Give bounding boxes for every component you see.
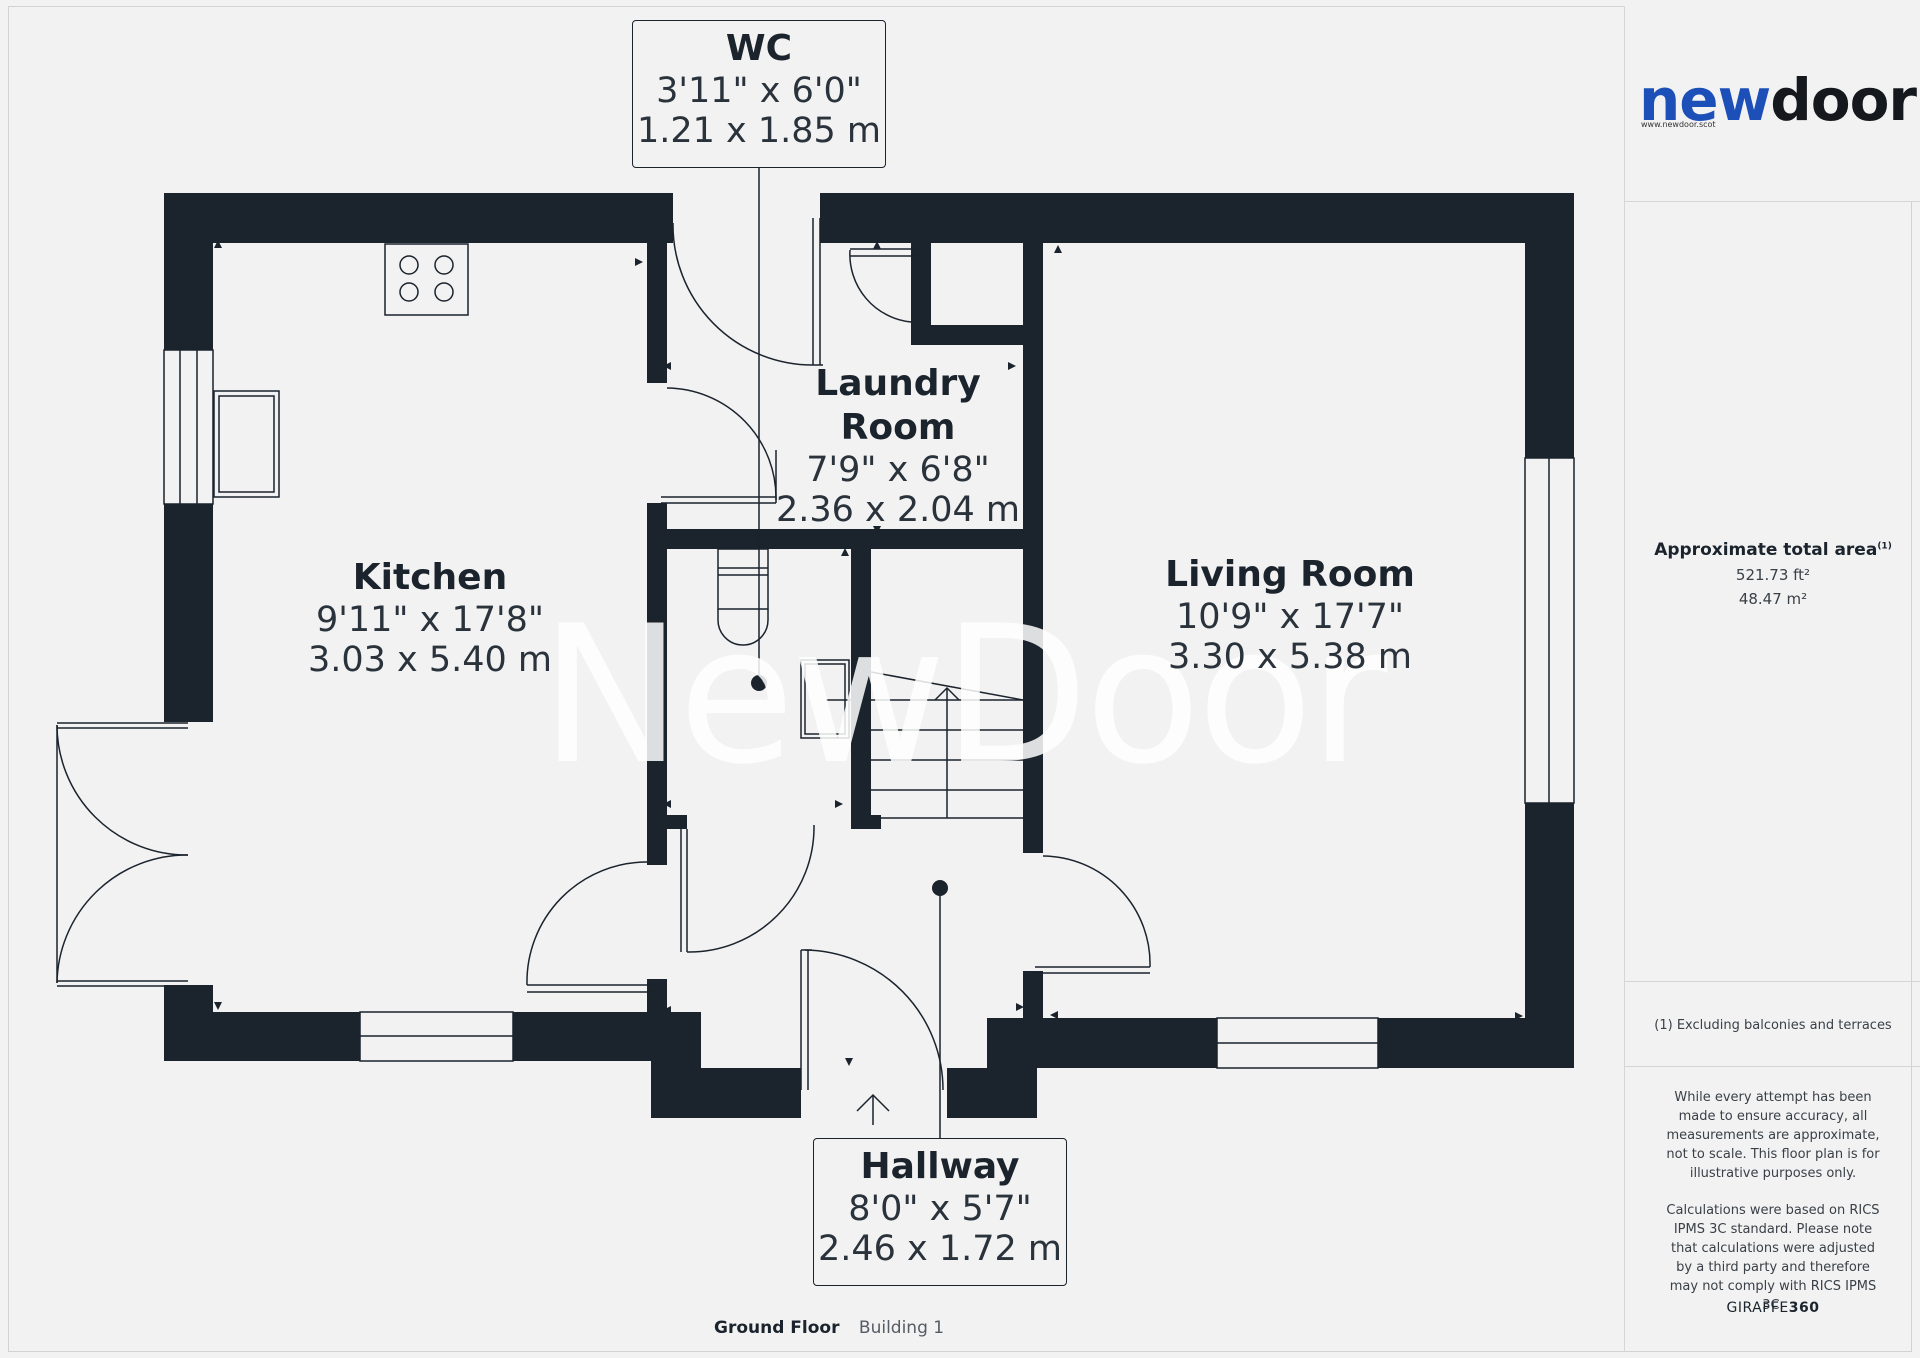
logo-url: www.newdoor.scot <box>1641 120 1716 129</box>
area-m: 48.47 m² <box>1738 590 1808 608</box>
watermark: NewDoor <box>540 585 1387 806</box>
kitchen-dim-imperial: 9'11" x 17'8" <box>315 600 544 640</box>
logo-new: new <box>1639 66 1771 134</box>
area-title-text: Approximate total area <box>1654 540 1878 560</box>
living-room-dim-metric: 3.30 x 5.38 m <box>1167 637 1413 677</box>
floor-name: Ground Floor <box>714 1318 840 1338</box>
walls <box>164 193 1574 1118</box>
laundry-dim-metric: 2.36 x 2.04 m <box>775 490 1021 530</box>
area-ft: 521.73 ft² <box>1735 566 1811 584</box>
area-block: Approximate total area(1) 521.73 ft² 48.… <box>1625 540 1920 608</box>
hallway-dim-imperial: 8'0" x 5'7" <box>848 1189 1032 1229</box>
hallway-label: Hallway 8'0" x 5'7" 2.46 x 1.72 m <box>813 1138 1067 1286</box>
hallway-name: Hallway <box>860 1146 1020 1187</box>
wc-dim-metric: 1.21 x 1.85 m <box>636 111 882 151</box>
wc-label: WC 3'11" x 6'0" 1.21 x 1.85 m <box>632 20 886 168</box>
disclaimer-accuracy: While every attempt has been made to ens… <box>1666 1090 1880 1181</box>
brand-left: GIRAFFE <box>1726 1300 1789 1316</box>
area-note: (1) Excluding balconies and terraces <box>1654 1018 1892 1033</box>
info-sidebar: newdoor www.newdoor.scot Approximate tot… <box>1624 6 1920 1352</box>
laundry-name: Laundry Room <box>815 363 981 448</box>
note-block: (1) Excluding balconies and terraces <box>1625 981 1920 1067</box>
hallway-dim-metric: 2.46 x 1.72 m <box>817 1229 1063 1269</box>
laundry-dim-imperial: 7'9" x 6'8" <box>806 450 990 490</box>
building-name: Building 1 <box>858 1318 945 1338</box>
logo-door: door <box>1770 66 1917 134</box>
logo-area: newdoor www.newdoor.scot <box>1625 6 1920 202</box>
living-room-dim-imperial: 10'9" x 17'7" <box>1175 597 1404 637</box>
area-title: Approximate total area(1) <box>1625 540 1920 560</box>
kitchen-label: Kitchen 9'11" x 17'8" 3.03 x 5.40 m <box>290 556 570 680</box>
area-footnote-mark: (1) <box>1877 541 1892 552</box>
disclaimer-rics: Calculations were based on RICS IPMS 3C … <box>1666 1203 1880 1313</box>
living-room-label: Living Room 10'9" x 17'7" 3.30 x 5.38 m <box>1150 553 1430 677</box>
brand-right: 360 <box>1788 1300 1820 1316</box>
kitchen-name: Kitchen <box>352 557 508 598</box>
floor-plan-drawing <box>56 168 1575 1140</box>
dimension-markers <box>214 240 1523 1066</box>
wc-name: WC <box>725 28 793 69</box>
wc-dim-imperial: 3'11" x 6'0" <box>656 71 862 111</box>
giraffe360-brand: GIRAFFE360 <box>1625 1300 1920 1316</box>
floor-caption: Ground Floor Building 1 <box>714 1318 944 1338</box>
fixtures <box>56 168 1575 1140</box>
plan-frame <box>8 6 1912 1352</box>
laundry-label: Laundry Room 7'9" x 6'8" 2.36 x 2.04 m <box>758 362 1038 530</box>
kitchen-dim-metric: 3.03 x 5.40 m <box>307 640 553 680</box>
newdoor-logo: newdoor <box>1639 66 1917 134</box>
living-room-name: Living Room <box>1165 554 1415 595</box>
disclaimer: While every attempt has been made to ens… <box>1663 1088 1883 1333</box>
